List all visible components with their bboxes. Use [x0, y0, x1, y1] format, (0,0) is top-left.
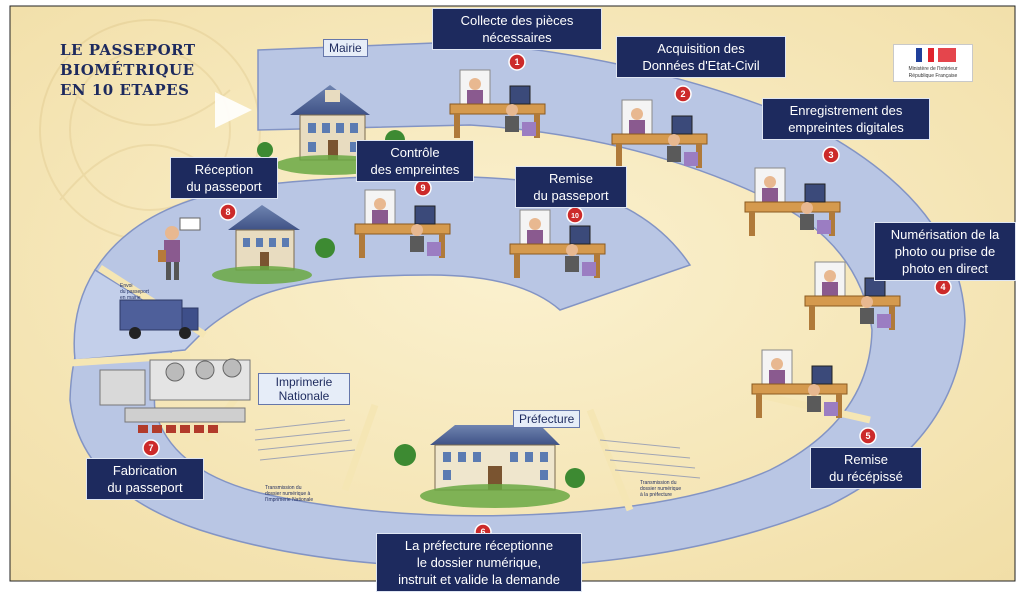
- step-5-label: Remise du récépissé: [810, 447, 922, 489]
- data-stream-prefecture: [599, 439, 701, 479]
- step-7-label: Fabrication du passeport: [86, 458, 204, 500]
- step-badge-number: 7: [148, 443, 153, 453]
- step-badge-number: 2: [680, 89, 685, 99]
- step-9-label: Contrôle des empreintes: [356, 140, 474, 182]
- step-badge-circle: [822, 146, 840, 164]
- citizen-figure-icon: [158, 217, 201, 280]
- step-badge-circle: [859, 427, 877, 445]
- office-desk-icon: [509, 209, 606, 278]
- imprimerie-label: Imprimerie Nationale: [258, 373, 350, 405]
- step-badge-number: 4: [940, 282, 945, 292]
- step-1-badge: 1: [508, 53, 526, 71]
- step-4-label: Numérisation de la photo ou prise de pho…: [874, 222, 1016, 281]
- step-10-line-2: du passeport: [533, 188, 609, 203]
- step-3-line-2: empreintes digitales: [788, 120, 904, 135]
- step-6-label: La préfecture réceptionne le dossier num…: [376, 533, 582, 592]
- truck-note-line-3: en mairie: [120, 295, 141, 301]
- step-3-badge: 3: [822, 146, 840, 164]
- step-badge-circle: [508, 53, 526, 71]
- step-badge-number: 8: [225, 207, 230, 217]
- step-8-badge: 8: [219, 203, 237, 221]
- step-2-line-2: Données d'Etat-Civil: [642, 58, 760, 73]
- step-badge-circle: [142, 439, 160, 457]
- step-badge-circle: [674, 85, 692, 103]
- truck-note-line-2: du passeport: [120, 289, 149, 295]
- step-8-line-1: Réception: [194, 162, 254, 177]
- data-stream-imprimerie: [254, 419, 356, 461]
- transfer-imprimerie-line-1: Transmission du: [265, 485, 302, 491]
- step-6-line-1: La préfecture réceptionne: [404, 538, 554, 553]
- step-badge-number: 5: [865, 431, 870, 441]
- step-10-badge: 10: [566, 206, 584, 224]
- reception-building-icon: [212, 205, 335, 284]
- mairie-label: Mairie: [323, 39, 368, 57]
- step-4-line-2: photo ou prise de: [894, 244, 996, 259]
- truck-note: Envoi du passeport en mairie: [120, 283, 149, 301]
- step-badge-number: 10: [571, 213, 579, 220]
- step-1-line-2: nécessaires: [482, 30, 552, 45]
- truck-note-line-1: Envoi: [120, 283, 133, 289]
- step-4-line-1: Numérisation de la: [890, 227, 1000, 242]
- step-7-badge: 7: [142, 439, 160, 457]
- transfer-prefecture-line-2: dossier numérique: [640, 486, 682, 492]
- marianne-mark-icon: [938, 48, 956, 62]
- imprimerie-label-line-2: Nationale: [278, 389, 330, 403]
- start-arrow-icon: [215, 92, 252, 128]
- step-8-label: Réception du passeport: [170, 157, 278, 199]
- step-badge-number: 9: [420, 183, 425, 193]
- step-8-line-2: du passeport: [186, 179, 262, 194]
- step-9-line-1: Contrôle: [390, 145, 440, 160]
- step-9-line-2: des empreintes: [370, 162, 460, 177]
- step-6-line-3: instruit et valide la demande: [398, 572, 560, 587]
- title-line-1: LE PASSEPORT: [60, 41, 196, 59]
- step-3-line-1: Enregistrement des: [789, 103, 903, 118]
- transfer-prefecture-line-3: à la préfecture: [640, 492, 672, 498]
- step-2-label: Acquisition des Données d'Etat-Civil: [616, 36, 786, 78]
- step-7-line-2: du passeport: [107, 480, 183, 495]
- logo-line-1: Ministère de l'Intérieur: [908, 66, 958, 72]
- step-10-label: Remise du passeport: [515, 166, 627, 208]
- transfer-prefecture-note: Transmission du dossier numérique à la p…: [640, 480, 681, 498]
- step-1-label: Collecte des pièces nécessaires: [432, 8, 602, 50]
- office-desk-icon: [744, 167, 841, 236]
- delivery-truck-icon: [119, 299, 199, 339]
- imprimerie-label-line-1: Imprimerie: [275, 375, 333, 389]
- french-flag-icon: [916, 48, 934, 62]
- step-5-line-1: Remise: [843, 452, 889, 467]
- prefecture-label: Préfecture: [513, 410, 581, 428]
- office-desk-icon: [751, 349, 848, 418]
- office-desk-icon: [354, 189, 451, 258]
- step-5-badge: 5: [859, 427, 877, 445]
- step-badge-number: 3: [828, 150, 833, 160]
- office-desk-icon: [804, 261, 901, 330]
- prefecture-building-icon: [394, 425, 585, 508]
- office-desk-icon: [611, 99, 708, 168]
- step-3-label: Enregistrement des empreintes digitales: [762, 98, 930, 140]
- printing-machine-icon: [99, 358, 251, 433]
- step-2-badge: 2: [674, 85, 692, 103]
- step-4-line-3: photo en direct: [901, 261, 988, 276]
- step-7-line-1: Fabrication: [112, 463, 178, 478]
- transfer-prefecture-line-1: Transmission du: [640, 480, 677, 486]
- office-desk-icon: [449, 69, 546, 138]
- step-badge-number: 6: [480, 527, 485, 537]
- step-2-line-1: Acquisition des: [657, 41, 745, 56]
- step-9-badge: 9: [414, 179, 432, 197]
- title-line-2: BIOMÉTRIQUE: [60, 61, 195, 79]
- transfer-imprimerie-line-3: l'Imprimerie Nationale: [265, 497, 314, 503]
- ministry-logo: Ministère de l'Intérieur République Fran…: [893, 44, 973, 82]
- step-badge-circle: [219, 203, 237, 221]
- logo-line-2: République Française: [908, 73, 958, 79]
- step-1-line-1: Collecte des pièces: [460, 13, 574, 28]
- step-4-badge: 4: [934, 278, 952, 296]
- transfer-imprimerie-note: Transmission du dossier numérique à l'Im…: [265, 485, 313, 503]
- page-title: LE PASSEPORT BIOMÉTRIQUE EN 10 ETAPES: [60, 40, 196, 100]
- transfer-imprimerie-line-2: dossier numérique à: [265, 491, 311, 497]
- step-6-line-2: le dossier numérique,: [416, 555, 542, 570]
- step-10-line-1: Remise: [548, 171, 594, 186]
- title-line-3: EN 10 ETAPES: [60, 81, 190, 99]
- step-5-line-2: du récépissé: [829, 469, 903, 484]
- step-badge-number: 1: [514, 57, 519, 67]
